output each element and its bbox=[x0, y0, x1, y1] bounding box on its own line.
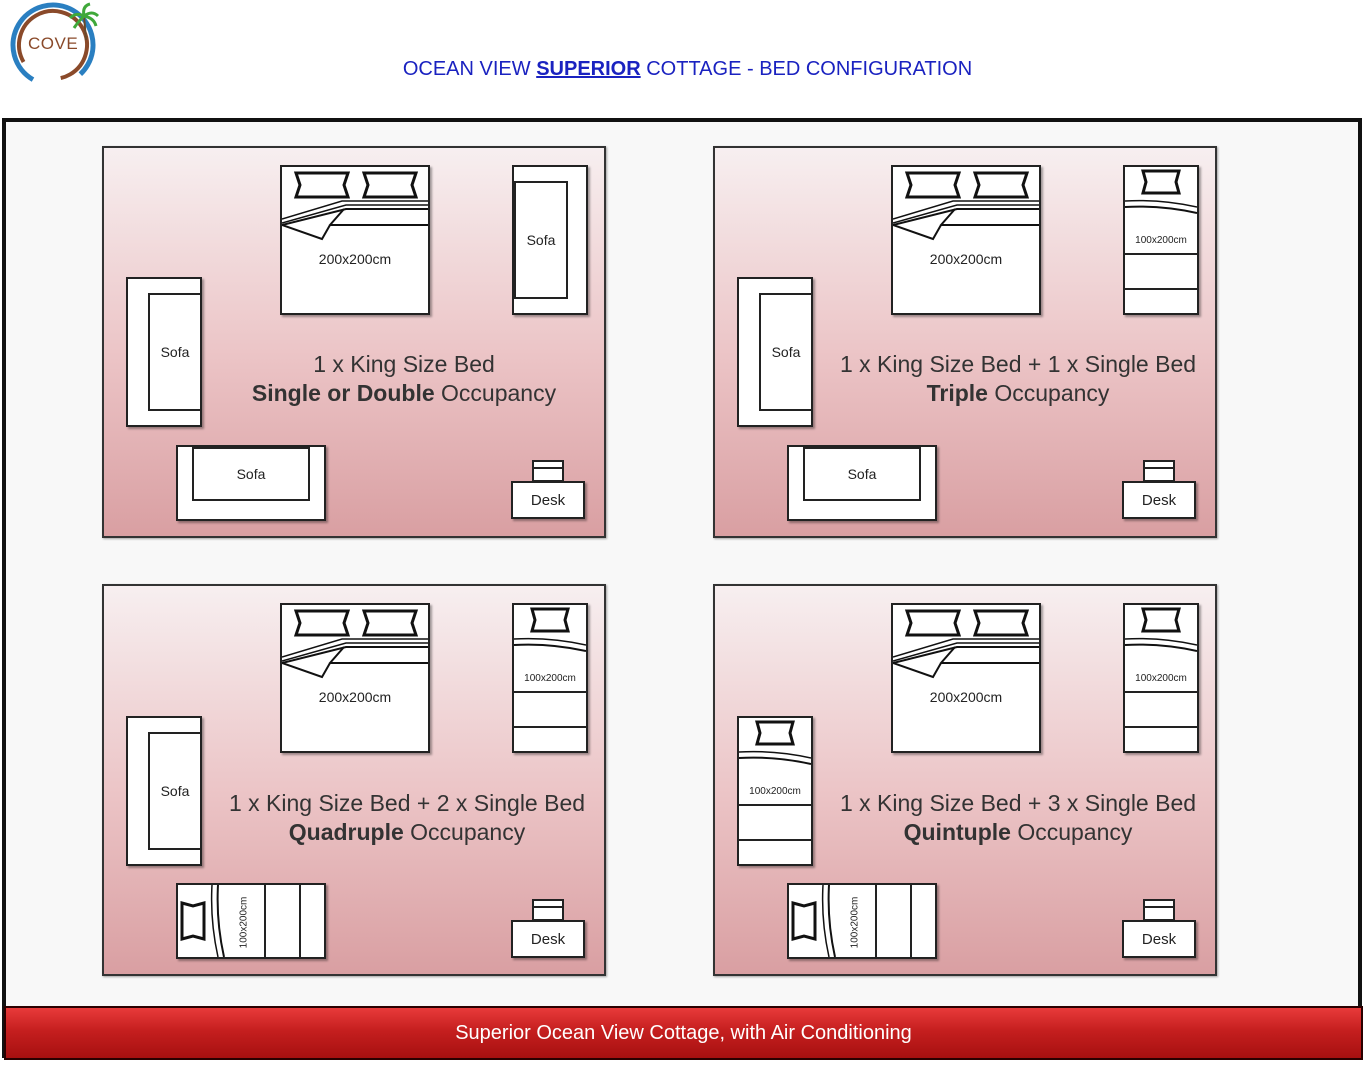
single-bed-pillow-icon bbox=[180, 885, 225, 957]
king-bed: 200x200cm bbox=[280, 603, 430, 753]
footer-banner: Superior Ocean View Cottage, with Air Co… bbox=[4, 1006, 1363, 1060]
room-caption: 1 x King Size Bed Single or Double Occup… bbox=[224, 350, 584, 408]
king-bed: 200x200cm bbox=[280, 165, 430, 315]
single-bed-size: 100x200cm bbox=[849, 896, 861, 949]
room-caption: 1 x King Size Bed + 3 x Single Bed Quint… bbox=[823, 789, 1213, 847]
single-bed-pillow-icon bbox=[514, 607, 586, 652]
occupancy-line: Quadruple Occupancy bbox=[212, 818, 602, 847]
title-prefix: OCEAN VIEW bbox=[402, 58, 537, 80]
single-bed-size: 100x200cm bbox=[749, 786, 801, 797]
occupancy-word: Occupancy bbox=[987, 380, 1110, 406]
bed-summary: 1 x King Size Bed bbox=[313, 351, 495, 377]
logo-text: COVE bbox=[28, 34, 79, 53]
king-bed-size: 200x200cm bbox=[318, 689, 392, 705]
footer-text: Superior Ocean View Cottage, with Air Co… bbox=[455, 1022, 912, 1044]
desk: Desk bbox=[511, 920, 585, 958]
desk: Desk bbox=[511, 481, 585, 519]
single-bed-size: 100x200cm bbox=[238, 896, 250, 949]
sofa-bottom: Sofa bbox=[176, 445, 326, 521]
king-bed-pillows-icon bbox=[893, 171, 1039, 241]
king-bed: 200x200cm bbox=[891, 165, 1041, 315]
king-bed-pillows-icon bbox=[282, 171, 428, 241]
single-bed-rotated: 100x200cm bbox=[787, 883, 937, 959]
sofa-label: Sofa bbox=[192, 447, 310, 501]
single-bed-pillow-icon bbox=[1125, 169, 1197, 214]
sofa-bottom: Sofa bbox=[787, 445, 937, 521]
single-bed: 100x200cm bbox=[1123, 603, 1199, 753]
king-bed-size: 200x200cm bbox=[929, 689, 1003, 705]
sofa-label: Sofa bbox=[759, 293, 813, 411]
sofa-label: Sofa bbox=[148, 732, 202, 850]
single-bed-pillow-icon bbox=[1125, 607, 1197, 652]
title-suffix: COTTAGE - BED CONFIGURATION bbox=[640, 58, 973, 80]
sofa-label: Sofa bbox=[514, 181, 568, 299]
occupancy-word: Occupancy bbox=[403, 819, 526, 845]
sofa-left: Sofa bbox=[126, 277, 202, 427]
occupancy-line: Triple Occupancy bbox=[823, 379, 1213, 408]
single-bed-size: 100x200cm bbox=[1135, 235, 1187, 246]
single-bed-size: 100x200cm bbox=[1135, 673, 1187, 684]
room-caption: 1 x King Size Bed + 2 x Single Bed Quadr… bbox=[212, 789, 602, 847]
king-bed-size: 200x200cm bbox=[318, 251, 392, 267]
single-bed-pillow-icon bbox=[739, 720, 811, 765]
occupancy-type: Quadruple bbox=[288, 819, 404, 845]
occupancy-line: Quintuple Occupancy bbox=[823, 818, 1213, 847]
room-plan-2: 200x200cm 100x200cm Sofa Sofa Desk 1 x K… bbox=[713, 146, 1217, 538]
desk-chair bbox=[1143, 460, 1175, 482]
single-bed-pillow-icon bbox=[791, 885, 836, 957]
occupancy-line: Single or Double Occupancy bbox=[224, 379, 584, 408]
single-bed: 100x200cm bbox=[512, 603, 588, 753]
occupancy-type: Triple bbox=[926, 380, 988, 406]
king-bed-pillows-icon bbox=[282, 609, 428, 679]
sofa-label: Sofa bbox=[148, 293, 202, 411]
single-bed-size: 100x200cm bbox=[524, 673, 576, 684]
room-caption: 1 x King Size Bed + 1 x Single Bed Tripl… bbox=[823, 350, 1213, 408]
title-highlight: SUPERIOR bbox=[536, 58, 641, 80]
page-title: OCEAN VIEW SUPERIOR COTTAGE - BED CONFIG… bbox=[0, 58, 1370, 81]
desk-chair bbox=[1143, 899, 1175, 921]
room-plan-1: 200x200cm Sofa Sofa Sofa Desk 1 x King S… bbox=[102, 146, 606, 538]
desk-chair bbox=[532, 899, 564, 921]
sofa-left: Sofa bbox=[737, 277, 813, 427]
bed-summary: 1 x King Size Bed + 1 x Single Bed bbox=[839, 351, 1197, 377]
sofa-left: Sofa bbox=[126, 716, 202, 866]
single-bed-left: 100x200cm bbox=[737, 716, 813, 866]
occupancy-word: Occupancy bbox=[434, 380, 557, 406]
king-bed-pillows-icon bbox=[893, 609, 1039, 679]
desk: Desk bbox=[1122, 920, 1196, 958]
desk: Desk bbox=[1122, 481, 1196, 519]
occupancy-type: Quintuple bbox=[903, 819, 1011, 845]
occupancy-word: Occupancy bbox=[1010, 819, 1133, 845]
sofa-right: Sofa bbox=[512, 165, 588, 315]
room-plan-4: 200x200cm 100x200cm 100x200cm 100x200cm bbox=[713, 584, 1217, 976]
occupancy-type: Single or Double bbox=[251, 380, 435, 406]
bed-summary: 1 x King Size Bed + 2 x Single Bed bbox=[228, 790, 586, 816]
sofa-label: Sofa bbox=[803, 447, 921, 501]
room-plan-3: 200x200cm 100x200cm Sofa 100x200cm Desk … bbox=[102, 584, 606, 976]
single-bed-rotated: 100x200cm bbox=[176, 883, 326, 959]
king-bed: 200x200cm bbox=[891, 603, 1041, 753]
single-bed: 100x200cm bbox=[1123, 165, 1199, 315]
king-bed-size: 200x200cm bbox=[929, 251, 1003, 267]
desk-chair bbox=[532, 460, 564, 482]
cove-logo: COVE bbox=[8, 2, 108, 92]
bed-summary: 1 x King Size Bed + 3 x Single Bed bbox=[839, 790, 1197, 816]
